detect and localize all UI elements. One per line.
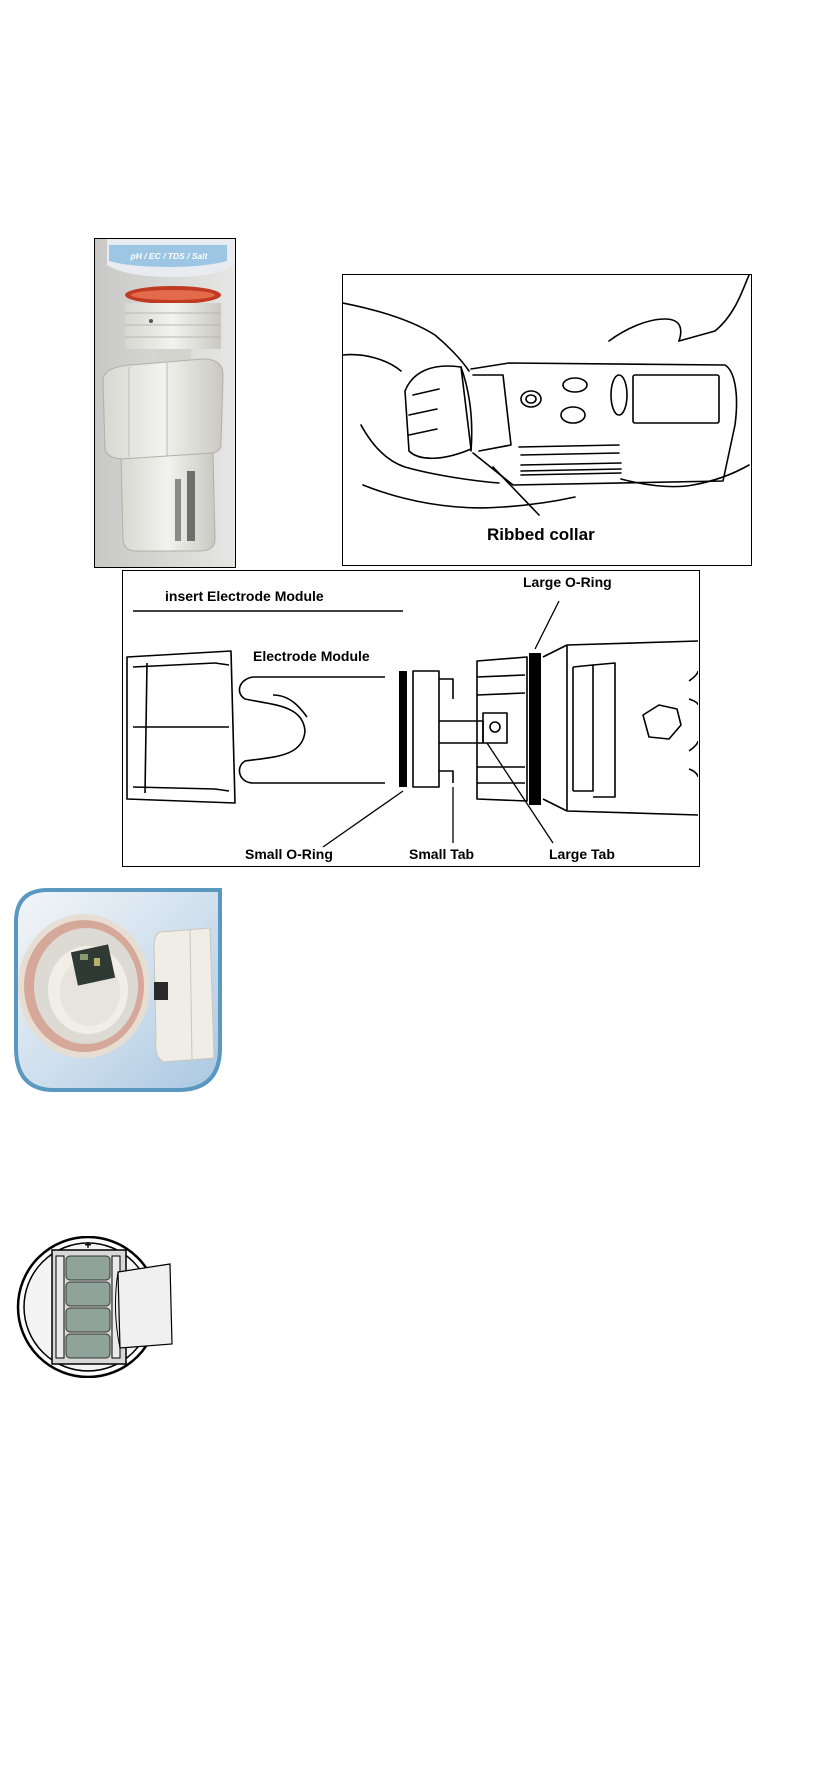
label-small-tab: Small Tab [409, 846, 474, 862]
battery-plus-sign: + [84, 1238, 91, 1252]
meter-photo-icon: pH / EC / TDS / Salt [95, 239, 235, 567]
collar-diagram-panel: Ribbed collar [342, 274, 752, 566]
meter-label-strip: pH / EC / TDS / Salt [130, 251, 209, 261]
collar-callout: Ribbed collar [487, 525, 595, 544]
meter-photo-panel: pH / EC / TDS / Salt [94, 238, 236, 568]
label-electrode-module: Electrode Module [253, 648, 370, 664]
hands-holding-meter-icon: Ribbed collar [343, 275, 750, 564]
battery-minus-sign: – [85, 1363, 92, 1377]
battery-compartment-icon: + – [16, 1236, 176, 1378]
label-large-o-ring: Large O-Ring [523, 574, 612, 590]
label-small-o-ring: Small O-Ring [245, 846, 333, 862]
battery-diagram-panel: + – [16, 1236, 176, 1378]
socket-photo-panel [14, 888, 226, 1092]
electrode-diagram-panel: insert Electrode Module [122, 570, 700, 867]
electrode-module-exploded-icon: insert Electrode Module [123, 571, 698, 865]
socket-closeup-photo-icon [14, 888, 226, 1092]
label-large-tab: Large Tab [549, 846, 615, 862]
diagram-title: insert Electrode Module [165, 588, 324, 604]
